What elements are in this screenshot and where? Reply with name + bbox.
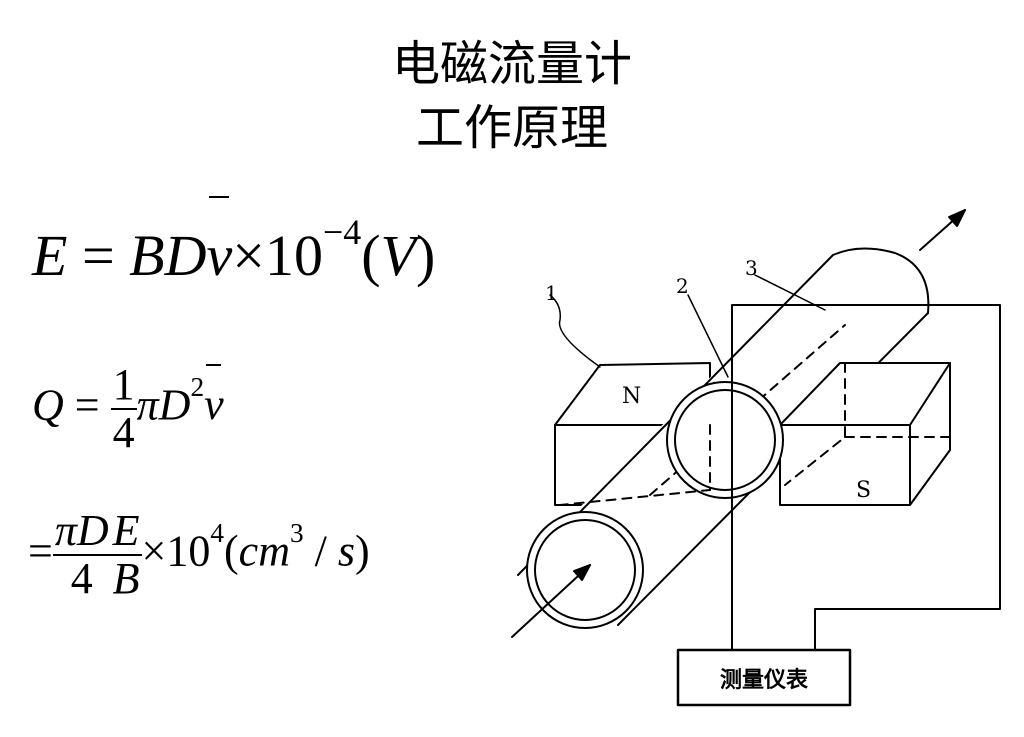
- north-pole-label: N: [622, 384, 641, 409]
- symbol-v-bar: v: [206, 195, 232, 296]
- signal-wires: [731, 304, 1001, 651]
- symbol-v-bar: v: [204, 363, 224, 430]
- formula-flow-expanded: = πD 4 E B ×104(cm3 / s): [28, 506, 370, 604]
- flow-arrow-out: [919, 209, 966, 251]
- times-ten: ×10: [232, 223, 323, 288]
- leader-line-1: [549, 294, 601, 368]
- times-ten: ×10: [141, 526, 211, 576]
- title-line-1: 电磁流量计: [391, 36, 632, 92]
- paren-close: ): [415, 223, 436, 288]
- symbol-q: Q: [32, 380, 64, 430]
- symbol-d: D: [158, 380, 191, 430]
- unit-cm: cm: [238, 526, 290, 576]
- leader-line-2: [687, 294, 729, 378]
- fraction-pid-over-4: πD 4: [52, 506, 111, 604]
- symbol-e: E: [32, 223, 68, 288]
- exponent: 4: [210, 518, 225, 549]
- south-magnet: [779, 362, 951, 506]
- flowmeter-diagram: 1 2 3 N S 测量仪表: [511, 209, 1001, 707]
- flow-arrow-in: [511, 564, 591, 638]
- fraction-e-over-b: E B: [110, 506, 142, 604]
- title-line-2: 工作原理: [415, 100, 608, 156]
- symbol-d: D: [164, 223, 207, 288]
- exponent: 2: [190, 372, 205, 403]
- equals-sign: =: [28, 526, 53, 576]
- equals-sign: =: [74, 380, 100, 430]
- unit-slash: /: [303, 526, 338, 576]
- formula-flow: Q = 1 4 πD2v: [32, 360, 224, 458]
- fraction-quarter: 1 4: [110, 360, 137, 458]
- numerator: 1: [110, 360, 137, 411]
- denominator: 4: [112, 408, 135, 458]
- label-3: 3: [745, 256, 758, 280]
- denominator: 4: [70, 554, 93, 604]
- denominator: B: [112, 554, 140, 604]
- paren-open: (: [224, 526, 239, 576]
- exponent: −4: [322, 212, 362, 253]
- label-2: 2: [676, 274, 689, 298]
- numerator: E: [110, 506, 142, 557]
- meter-label: 测量仪表: [720, 668, 809, 693]
- paren-close: ): [354, 526, 370, 576]
- symbol-b: B: [129, 223, 165, 288]
- numerator: πD: [52, 506, 111, 557]
- label-1: 1: [545, 281, 558, 305]
- paren-open: (: [361, 223, 381, 288]
- formula-emf: E = BDv×10−4(V): [32, 195, 436, 303]
- equals-sign: =: [81, 223, 115, 288]
- south-pole-label: S: [856, 478, 871, 503]
- symbol-pi: π: [136, 380, 159, 430]
- leader-line-3: [754, 274, 826, 311]
- meter-box: [676, 648, 852, 707]
- unit-s: s: [337, 526, 355, 576]
- unit-exponent: 3: [289, 518, 304, 549]
- unit-v: V: [380, 223, 416, 288]
- electrode-ring: [559, 381, 784, 506]
